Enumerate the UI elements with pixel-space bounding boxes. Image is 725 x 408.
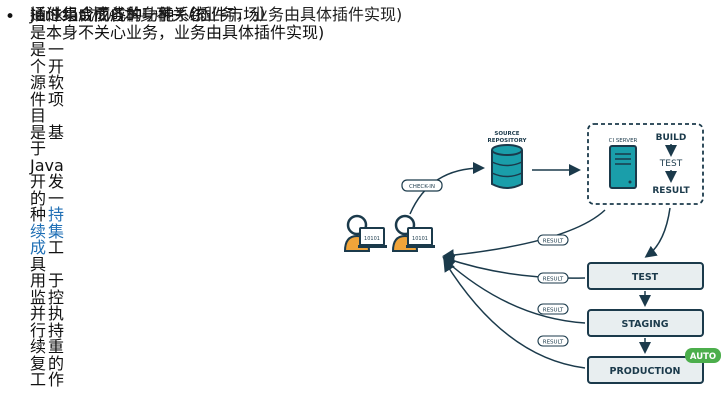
server-icon	[609, 145, 637, 189]
heading-overlap-a: 通过集成而成的一种系统	[30, 5, 207, 24]
source-label-2: REPOSITORY	[487, 138, 527, 144]
binary-label-2: 10101	[412, 236, 428, 242]
result-tag-3: RESULT	[543, 308, 564, 314]
result-tag-2: RESULT	[543, 277, 564, 283]
stage-production-label: PRODUCTION	[610, 366, 681, 377]
auto-badge	[685, 348, 721, 363]
ci-pipeline-diagram: 10101 10101 CHECK-IN SOURCE REPOSITORY C…	[343, 123, 721, 384]
result-arrow-ci	[442, 209, 606, 262]
text-column-right: 一开软 项 基 发 一 持 集 工 于 控执持 重的作	[48, 40, 65, 389]
stage-test-box	[587, 262, 704, 290]
heading-line-2: 是本身不关心业务，业务由具体插件实现)	[30, 23, 325, 42]
result-tag-1: RESULT	[543, 239, 564, 245]
ci-to-test-arrow	[644, 207, 671, 258]
check-in-tag	[401, 179, 443, 192]
svg-text:CHECK-IN: CHECK-IN	[409, 184, 435, 190]
ci-server-label: CI SERVER	[609, 138, 638, 144]
stage-production-box	[587, 356, 704, 384]
result-tag-4: RESULT	[543, 340, 564, 346]
bullet-dot: •	[5, 7, 16, 27]
developer-icon-1: 10101	[343, 214, 387, 252]
source-label-1: SOURCE	[494, 131, 519, 137]
database-icon	[491, 144, 523, 189]
stage-staging-box	[587, 309, 704, 337]
link-continuous-integration[interactable]: 续	[30, 221, 47, 241]
result-arrow-production	[443, 259, 586, 369]
heading-overlap-c: Jenkins 核心本身不关心业务，业务由具体插件实现)	[30, 5, 403, 24]
heading-overlap-b: 插件组合成各种功能 （插件市场）	[30, 5, 276, 24]
result-small-label: RESULT	[652, 186, 690, 196]
developer-icon-2: 10101	[391, 214, 435, 252]
stage-staging-label: STAGING	[621, 319, 668, 330]
binary-label-1: 10101	[364, 236, 380, 242]
build-label: BUILD	[656, 133, 687, 143]
stage-test-label: TEST	[632, 272, 659, 283]
test-small-label: TEST	[659, 159, 683, 169]
result-arrow-staging	[442, 258, 586, 324]
svg-text:AUTO: AUTO	[690, 352, 716, 362]
